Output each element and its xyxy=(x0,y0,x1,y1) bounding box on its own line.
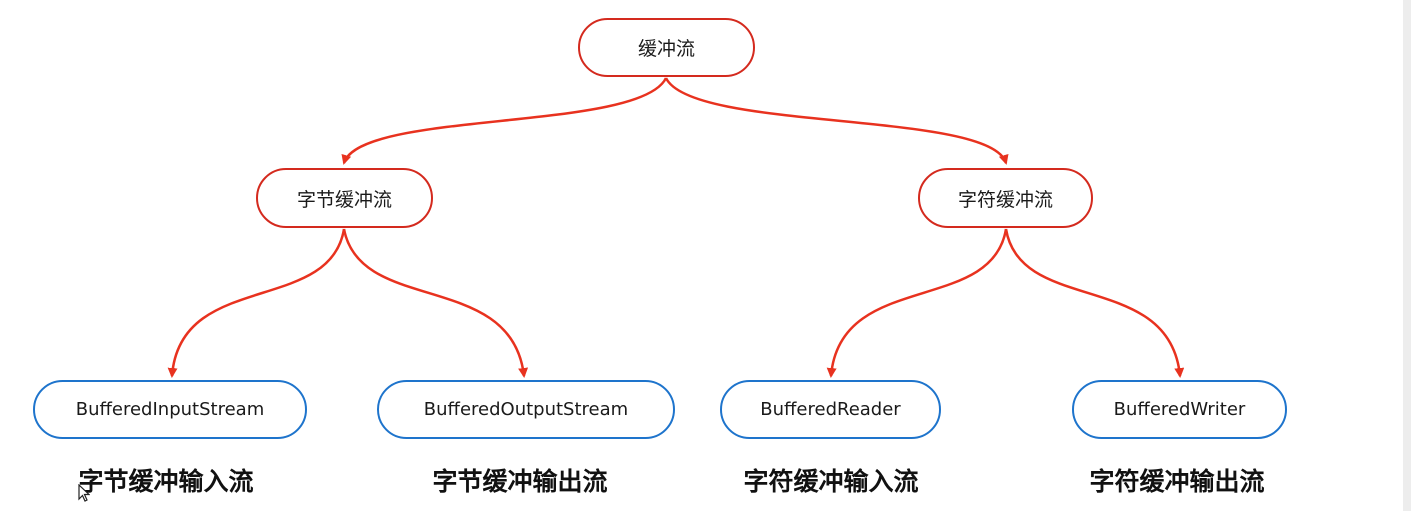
node-char-buffered-stream: 字符缓冲流 xyxy=(918,168,1093,228)
caption-byte-buffered-input: 字节缓冲输入流 xyxy=(78,467,254,496)
caption-byte-buffered-output: 字节缓冲输出流 xyxy=(432,467,608,496)
node-byte-buffered-stream: 字节缓冲流 xyxy=(256,168,433,228)
arrow-root-to-char xyxy=(664,77,1009,165)
arrow-char-to-bw xyxy=(1004,228,1185,378)
arrow-char-to-br xyxy=(826,228,1008,378)
caption-char-buffered-output: 字符缓冲输出流 xyxy=(1089,467,1265,496)
scrollbar-track[interactable] xyxy=(1403,0,1411,511)
node-buffered-input-stream: BufferedInputStream xyxy=(33,380,307,439)
node-buffered-stream: 缓冲流 xyxy=(578,18,755,77)
node-buffered-reader: BufferedReader xyxy=(720,380,941,439)
arrow-byte-to-bos xyxy=(342,228,529,378)
caption-char-buffered-input: 字符缓冲输入流 xyxy=(743,467,919,496)
arrow-root-to-byte xyxy=(341,77,668,165)
node-buffered-writer: BufferedWriter xyxy=(1072,380,1287,439)
mouse-cursor-icon xyxy=(78,484,90,502)
arrow-byte-to-bis xyxy=(167,228,346,378)
node-buffered-output-stream: BufferedOutputStream xyxy=(377,380,675,439)
